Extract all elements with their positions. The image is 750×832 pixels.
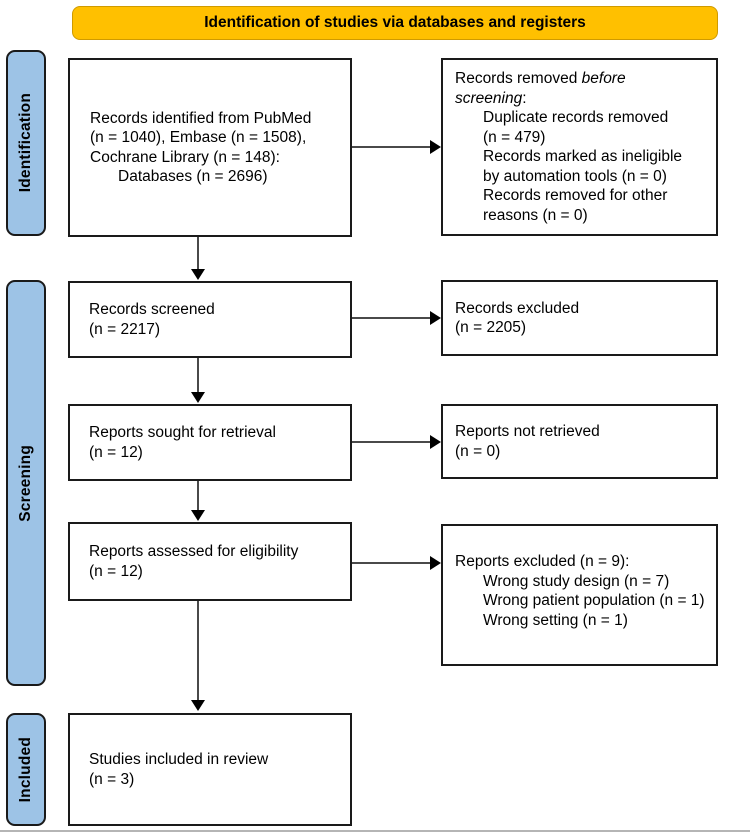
box-line: Reports excluded (n = 9): bbox=[455, 553, 630, 570]
box-line: Reports assessed for eligibility bbox=[89, 543, 299, 560]
header-banner: Identification of studies via databases … bbox=[72, 6, 718, 40]
box-line: Studies included in review bbox=[89, 751, 269, 768]
stage-screening-label: Screening bbox=[17, 444, 34, 522]
arrow-identified-to-removed bbox=[352, 140, 441, 154]
box-line: Reports not retrieved bbox=[455, 423, 600, 440]
box-records-screened: Records screened (n = 2217) bbox=[68, 281, 352, 358]
box-records-removed: Records removed before screening: Duplicat… bbox=[441, 58, 718, 236]
box-line: (n = 0) bbox=[455, 442, 501, 460]
box-line: (n = 12) bbox=[89, 562, 143, 580]
arrow-shaft bbox=[197, 601, 199, 701]
header-title: Identification of studies via databases … bbox=[204, 14, 586, 31]
arrow-assessed-to-included bbox=[191, 601, 205, 711]
arrow-shaft bbox=[352, 441, 432, 443]
box-line: Wrong patient population (n = 1) bbox=[483, 592, 705, 609]
arrow-shaft bbox=[352, 562, 432, 564]
arrow-shaft bbox=[352, 317, 432, 319]
stage-screening: Screening bbox=[6, 280, 46, 686]
box-line: Records removed for other bbox=[483, 187, 668, 204]
box-line: (n = 2205) bbox=[455, 319, 527, 336]
box-reports-assessed: Reports assessed for eligibility (n = 12) bbox=[68, 522, 352, 601]
box-line: Cochrane Library (n = 148): bbox=[90, 148, 280, 166]
box-line: Wrong setting (n = 1) bbox=[483, 611, 628, 629]
arrow-head-down-icon bbox=[191, 269, 205, 280]
box-line: reasons (n = 0) bbox=[483, 206, 588, 224]
box-line: (n = 12) bbox=[89, 443, 143, 461]
box-reports-excluded: Reports excluded (n = 9): Wrong study des… bbox=[441, 524, 718, 666]
box-line: (n = 1040), Embase (n = 1508), bbox=[90, 129, 307, 146]
box-studies-included: Studies included in review (n = 3) bbox=[68, 713, 352, 826]
box-records-identified: Records identified from PubMed (n = 1040)… bbox=[68, 58, 352, 237]
box-line: screening: bbox=[455, 89, 527, 107]
box-line: (n = 2217) bbox=[89, 320, 161, 338]
arrow-sought-to-assessed bbox=[191, 481, 205, 521]
stage-identification-label: Identification bbox=[17, 93, 34, 193]
arrow-assessed-to-excluded bbox=[352, 556, 441, 570]
arrow-screened-to-excluded bbox=[352, 311, 441, 325]
box-line: Records screened bbox=[89, 301, 215, 318]
box-line: Databases (n = 2696) bbox=[118, 168, 268, 185]
box-reports-sought: Reports sought for retrieval (n = 12) bbox=[68, 404, 352, 481]
arrow-head-down-icon bbox=[191, 700, 205, 711]
box-line: Duplicate records removed bbox=[483, 109, 669, 126]
box-line: Records marked as ineligible bbox=[483, 148, 683, 165]
arrow-head-right-icon bbox=[430, 140, 441, 154]
arrow-shaft bbox=[197, 237, 199, 270]
arrow-head-right-icon bbox=[430, 435, 441, 449]
box-records-excluded: Records excluded (n = 2205) bbox=[441, 280, 718, 356]
box-line: Records identified from PubMed bbox=[90, 109, 312, 127]
box-line: Records removed before bbox=[455, 70, 626, 87]
box-line: (n = 3) bbox=[89, 770, 135, 788]
stage-included: Included bbox=[6, 713, 46, 826]
box-reports-not-retrieved: Reports not retrieved (n = 0) bbox=[441, 404, 718, 479]
arrow-head-right-icon bbox=[430, 556, 441, 570]
arrow-shaft bbox=[197, 358, 199, 393]
box-line: by automation tools (n = 0) bbox=[483, 167, 667, 185]
arrow-sought-to-not-retrieved bbox=[352, 435, 441, 449]
box-line: Records excluded bbox=[455, 299, 580, 317]
arrow-shaft bbox=[352, 146, 432, 148]
stage-identification: Identification bbox=[6, 50, 46, 236]
box-line: Reports sought for retrieval bbox=[89, 424, 276, 441]
arrow-identified-to-screened bbox=[191, 237, 205, 280]
arrow-screened-to-sought bbox=[191, 358, 205, 403]
box-line: Wrong study design (n = 7) bbox=[483, 572, 670, 590]
arrow-head-right-icon bbox=[430, 311, 441, 325]
box-line: (n = 479) bbox=[483, 128, 546, 146]
bottom-divider bbox=[0, 830, 750, 832]
arrow-head-down-icon bbox=[191, 510, 205, 521]
stage-included-label: Included bbox=[17, 736, 34, 803]
arrow-shaft bbox=[197, 481, 199, 511]
arrow-head-down-icon bbox=[191, 392, 205, 403]
